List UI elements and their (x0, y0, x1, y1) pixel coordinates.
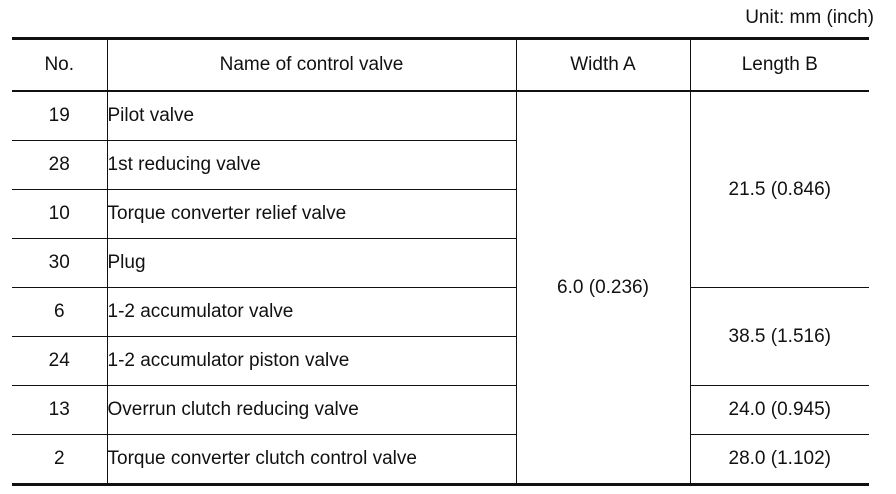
control-valve-spec-table: No. Name of control valve Width A Length… (12, 37, 869, 486)
table-row: 2 Torque converter clutch control valve … (12, 434, 869, 485)
table-row: 28 1st reducing valve (12, 140, 869, 190)
row-name: 1-2 accumulator valve (106, 287, 517, 337)
length-b-value: 28.0 (1.102) (689, 434, 869, 485)
row-name: 1st reducing valve (106, 140, 516, 190)
row-no: 10 (12, 189, 108, 239)
row-name: Pilot valve (106, 90, 517, 141)
row-name: Overrun clutch reducing valve (106, 385, 517, 435)
row-no: 24 (12, 336, 108, 386)
row-no: 30 (12, 238, 108, 288)
width-a-value: 6.0 (0.236) (515, 90, 691, 485)
header-row: No. Name of control valve Width A Length… (12, 38, 869, 92)
table-row: 19 Pilot valve 6.0 (0.236) 21.5 (0.846) (12, 90, 869, 485)
length-b-value: 24.0 (0.945) (689, 385, 869, 435)
header-width: Width A (515, 38, 691, 92)
table-row: 13 Overrun clutch reducing valve 24.0 (0… (12, 385, 869, 435)
row-no: 28 (12, 140, 108, 190)
row-name: Torque converter relief valve (106, 189, 516, 239)
header-length: Length B (689, 38, 869, 92)
row-no: 6 (12, 287, 108, 337)
header-name: Name of control valve (106, 38, 517, 92)
row-no: 13 (12, 385, 108, 435)
table-row: 6 1-2 accumulator valve 38.5 (1.516) (12, 287, 869, 386)
row-no: 2 (12, 434, 108, 485)
row-name: 1-2 accumulator piston valve (106, 336, 516, 386)
row-no: 19 (12, 90, 108, 141)
row-name: Torque converter clutch control valve (106, 434, 517, 485)
header-no: No. (12, 38, 108, 92)
table-row: 24 1-2 accumulator piston valve (12, 336, 869, 386)
row-name: Plug (106, 238, 516, 288)
unit-label: Unit: mm (inch) (745, 7, 874, 28)
length-b-value: 21.5 (0.846) (689, 90, 869, 288)
length-b-value: 38.5 (1.516) (689, 287, 869, 386)
